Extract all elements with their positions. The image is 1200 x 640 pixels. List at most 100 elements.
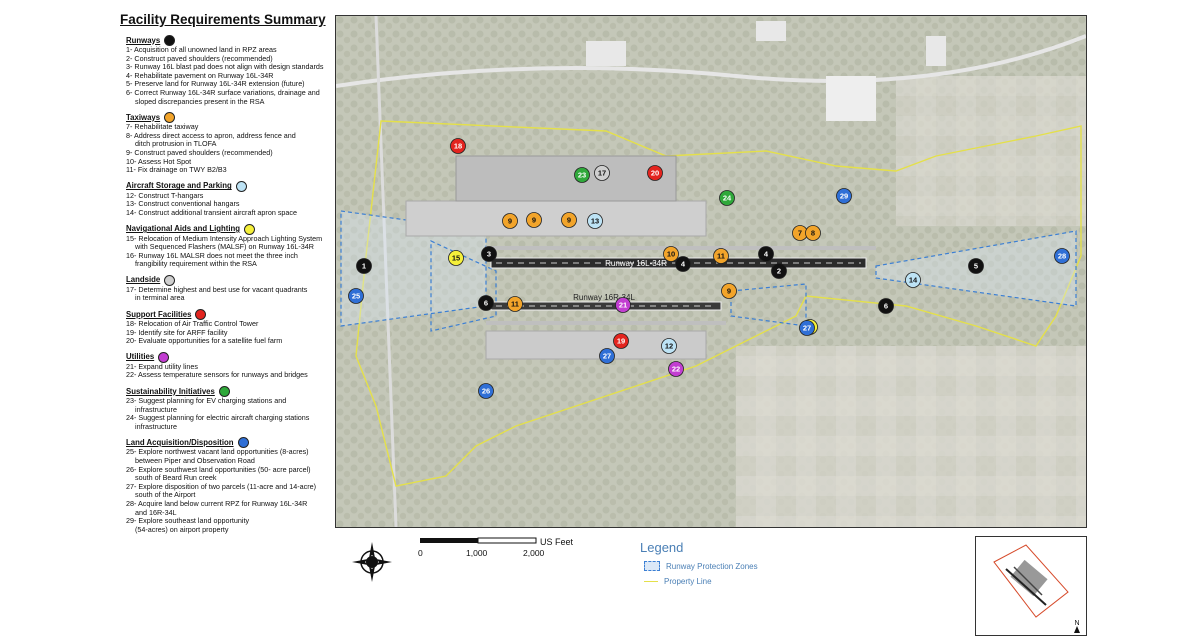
legend-item-label: Property Line xyxy=(664,577,712,586)
map-marker-9[interactable] xyxy=(502,213,518,229)
map-marker-11[interactable] xyxy=(713,248,729,264)
map-marker-24[interactable] xyxy=(719,190,735,206)
requirement-item: 18- Relocation of Air Traffic Control To… xyxy=(126,319,259,329)
requirement-item: 1- Acquisition of all unowned land in RP… xyxy=(126,45,277,54)
map-marker-10[interactable] xyxy=(663,246,679,262)
south-taxiway xyxy=(486,321,726,325)
map-marker-9[interactable] xyxy=(526,212,542,228)
map-marker-11[interactable] xyxy=(507,296,523,312)
map-marker-4[interactable] xyxy=(758,246,774,262)
runway-protection-zone-16r xyxy=(430,240,497,332)
requirement-item: infrastructure xyxy=(135,404,177,414)
requirement-item: 9- Construct paved shoulders (recommende… xyxy=(126,147,273,157)
locator-inset-map: N xyxy=(975,536,1087,636)
requirement-item: between Piper and Observation Road xyxy=(135,456,255,465)
map-marker-19[interactable] xyxy=(613,333,629,349)
map-marker-9[interactable] xyxy=(561,212,577,228)
requirement-item: 26- Explore southwest land opportunities… xyxy=(126,464,311,474)
map-marker-14[interactable] xyxy=(905,272,921,288)
map-marker-23[interactable] xyxy=(574,167,590,183)
summary-title: Facility Requirements Summary xyxy=(120,12,326,27)
map-marker-29[interactable] xyxy=(836,188,852,204)
map-marker-17[interactable] xyxy=(594,165,610,181)
requirement-item: 23- Suggest planning for EV charging sta… xyxy=(126,396,287,406)
map-marker-28[interactable] xyxy=(1054,248,1070,264)
requirement-item: 27- Explore disposition of two parcels (… xyxy=(126,481,317,491)
requirement-item: 15- Relocation of Medium Intensity Appro… xyxy=(126,233,323,243)
map-marker-label: 20 xyxy=(651,169,659,178)
requirement-item: 28- Acquire land below current RPZ for R… xyxy=(126,498,308,508)
requirement-item: 11- Fix drainage on TWY B2/B3 xyxy=(126,165,227,175)
map-marker-12[interactable] xyxy=(661,338,677,354)
requirement-item: south of Beard Run creek xyxy=(135,473,217,483)
map-marker-25[interactable] xyxy=(348,288,364,304)
section-heading: Runways xyxy=(126,35,334,46)
requirement-item: 8- Address direct access to apron, addre… xyxy=(126,130,296,140)
category-dot-icon xyxy=(195,309,207,321)
requirement-item: 19- Identify site for ARFF facility xyxy=(126,327,228,337)
map-marker-15[interactable] xyxy=(448,250,464,266)
section-heading: Landside xyxy=(126,274,334,286)
section-label: Landside xyxy=(126,275,161,285)
requirement-item: 24- Suggest planning for electric aircra… xyxy=(126,413,310,423)
terminal-apron xyxy=(405,200,707,237)
map-marker-9[interactable] xyxy=(721,283,737,299)
map-marker-22[interactable] xyxy=(668,361,684,377)
map-marker-21[interactable] xyxy=(615,297,631,313)
map-marker-20[interactable] xyxy=(647,165,663,181)
map-marker-label: 4 xyxy=(764,250,769,259)
map-marker-label: 2 xyxy=(777,267,781,276)
map-marker-26[interactable] xyxy=(478,383,494,399)
map-marker-4[interactable] xyxy=(675,256,691,272)
map-marker-label: 3 xyxy=(487,250,491,259)
development-north-2 xyxy=(756,21,786,41)
requirement-item: 20- Evaluate opportunities for a satelli… xyxy=(126,336,283,346)
map-marker-label: 28 xyxy=(1058,252,1066,261)
legend-item-label: Runway Protection Zones xyxy=(666,561,758,571)
map-marker-18[interactable] xyxy=(450,138,466,154)
map-marker-label: 15 xyxy=(452,254,460,263)
fields-southeast xyxy=(736,346,1086,527)
requirement-item: frangibility requirement within the RSA xyxy=(135,259,257,269)
rpz-swatch-icon xyxy=(644,561,660,571)
fields-east xyxy=(896,76,1086,226)
requirement-item: 10- Assess Hot Spot xyxy=(126,156,192,166)
runway-label-1: Runway 16L-34R xyxy=(605,259,667,268)
requirement-item: 14- Construct additional transient aircr… xyxy=(126,207,297,217)
category-dot-icon xyxy=(237,437,249,449)
terminal-buildings xyxy=(455,155,677,202)
map-marker-6[interactable] xyxy=(878,298,894,314)
requirement-item: ditch protrusion in TLOFA xyxy=(135,139,217,149)
category-dot-icon xyxy=(235,180,247,192)
map-marker-6[interactable] xyxy=(478,295,494,311)
development-north-3 xyxy=(826,76,876,121)
map-marker-label: 27 xyxy=(603,352,611,361)
map-marker-27[interactable] xyxy=(799,320,815,336)
section-label: Taxiways xyxy=(126,112,161,122)
map-marker-5[interactable] xyxy=(968,258,984,274)
requirement-item: in terminal area xyxy=(135,293,185,303)
map-marker-1[interactable] xyxy=(356,258,372,274)
section-label: Sustainability Initiatives xyxy=(126,386,215,396)
section-heading: Utilities xyxy=(126,351,334,363)
category-dot-icon xyxy=(164,112,176,124)
requirement-item: 13- Construct conventional hangars xyxy=(126,199,240,209)
map-marker-label: 9 xyxy=(567,216,571,225)
map-marker-2[interactable] xyxy=(771,263,787,279)
map-marker-3[interactable] xyxy=(481,246,497,262)
map-marker-27[interactable] xyxy=(599,348,615,364)
map-marker-13[interactable] xyxy=(587,213,603,229)
map-marker-label: 8 xyxy=(811,229,815,238)
category-dot-icon xyxy=(164,35,176,46)
map-marker-8[interactable] xyxy=(805,225,821,241)
section-heading: Navigational Aids and Lighting xyxy=(126,223,334,235)
property-line xyxy=(355,120,1082,487)
section-label: Aircraft Storage and Parking xyxy=(126,181,232,191)
